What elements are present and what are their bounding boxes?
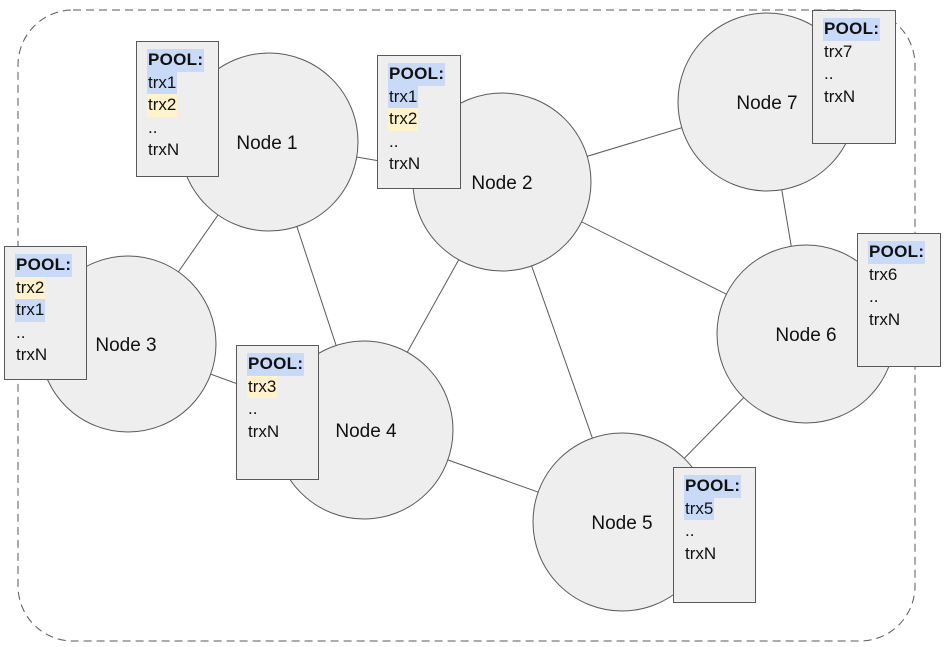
pool-title: POOL: xyxy=(15,254,73,277)
pool-title: POOL: xyxy=(147,49,205,72)
pool-box-n5: POOL:trx5.. trxN xyxy=(673,467,756,603)
node-label-n3: Node 3 xyxy=(95,335,156,356)
pool-entry: trx2 xyxy=(15,276,46,299)
node-label-n7: Node 7 xyxy=(736,93,797,114)
pool-title: POOL: xyxy=(684,475,742,498)
pool-title: POOL: xyxy=(247,353,305,376)
node-label-n5: Node 5 xyxy=(591,513,652,534)
pool-entry: .. xyxy=(824,64,834,83)
pool-title: POOL: xyxy=(388,63,446,86)
pool-entry: .. xyxy=(869,287,879,306)
pool-box-n7: POOL:trx7.. trxN xyxy=(812,10,896,144)
pool-entry: .. xyxy=(389,131,399,151)
pool-entry: trx1 xyxy=(388,85,419,108)
pool-entry: .. xyxy=(16,322,26,342)
pool-entry: .. xyxy=(248,399,258,418)
pool-entry: trx3 xyxy=(247,375,278,398)
node-label-n6: Node 6 xyxy=(775,325,836,346)
pool-box-n4: POOL:trx3.. trxN xyxy=(236,345,319,480)
pool-entry: trx7 xyxy=(824,41,853,61)
pool-entry: trxN xyxy=(824,86,856,106)
node-label-n2: Node 2 xyxy=(471,173,532,194)
pool-entry: .. xyxy=(148,117,158,137)
pool-title: POOL: xyxy=(823,18,881,41)
pool-title: POOL: xyxy=(868,241,926,264)
pool-entry: trx6 xyxy=(869,264,898,284)
pool-entry: trxN xyxy=(389,154,421,173)
pool-entry: trxN xyxy=(685,543,717,563)
pool-box-n6: POOL:trx6.. trxN xyxy=(857,233,941,367)
pool-entry: .. xyxy=(685,521,695,540)
pool-entry: trxN xyxy=(16,345,48,364)
pool-entry: trxN xyxy=(869,309,901,329)
pool-entry: trx2 xyxy=(388,108,419,131)
node-label-n4: Node 4 xyxy=(335,421,397,442)
node-label-n1: Node 1 xyxy=(236,133,297,154)
pool-entry: trx2 xyxy=(147,94,178,117)
pool-entry: trx1 xyxy=(147,71,178,94)
pool-entry: trx1 xyxy=(15,299,46,322)
pool-entry: trxN xyxy=(148,140,180,159)
pool-entry: trx5 xyxy=(684,497,715,520)
pool-entry: trxN xyxy=(248,421,280,441)
